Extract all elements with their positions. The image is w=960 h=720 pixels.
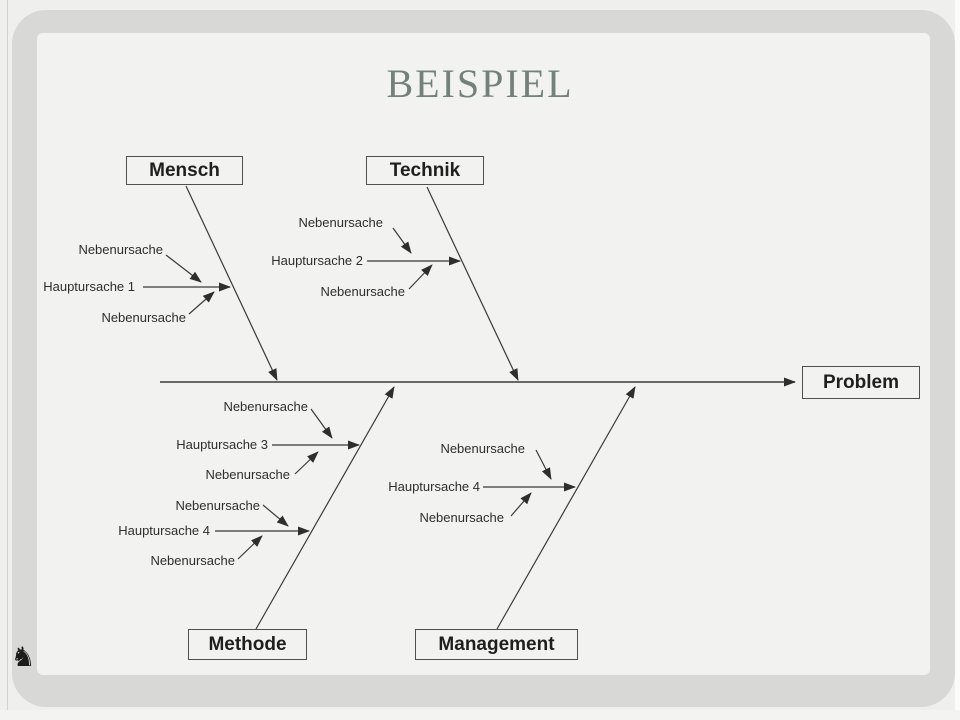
effect-label-problem: Problem [822,371,900,393]
subcause-label: Nebenursache [78,242,163,257]
category-label-methode: Methode [208,633,287,655]
category-box-management: Management [415,629,578,660]
subcause-label: Nebenursache [320,284,405,299]
right-edge-strip [955,0,960,720]
category-label-management: Management [438,633,555,655]
category-box-technik: Technik [366,156,484,185]
watermark-animal-icon: ♞ [10,642,36,672]
main-cause-label: Hauptursache 4 [388,479,480,494]
main-cause-label: Hauptursache 2 [271,253,363,268]
category-box-mensch: Mensch [126,156,243,185]
subcause-label: Nebenursache [101,310,186,325]
category-label-mensch: Mensch [149,159,220,181]
subcause-label: Nebenursache [150,553,235,568]
main-cause-label: Hauptursache 3 [176,437,268,452]
subcause-label: Nebenursache [175,498,260,513]
slide-canvas [37,33,930,675]
slide-title: BEISPIEL [386,61,574,106]
main-cause-label: Hauptursache 1 [43,279,135,294]
subcause-label: Nebenursache [440,441,525,456]
bottom-edge-strip [0,710,960,720]
subcause-label: Nebenursache [298,215,383,230]
subcause-label: Nebenursache [223,399,308,414]
main-cause-label: Hauptursache 4 [118,523,210,538]
effect-box-problem: Problem [802,366,920,399]
category-box-methode: Methode [188,629,307,660]
category-label-technik: Technik [389,159,461,181]
left-edge-line [7,0,8,720]
subcause-label: Nebenursache [419,510,504,525]
subcause-label: Nebenursache [205,467,290,482]
